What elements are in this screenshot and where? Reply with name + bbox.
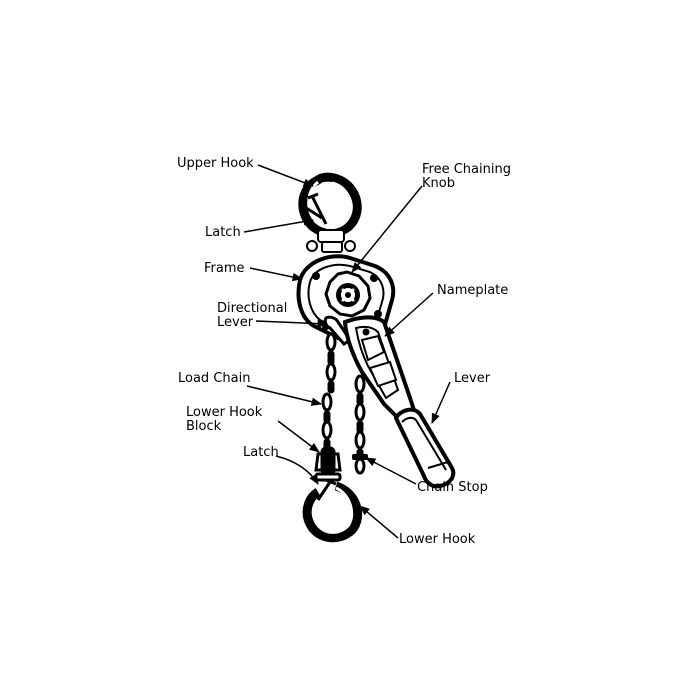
label-upper-hook: Upper Hook (177, 156, 254, 171)
upper-swivel (306, 229, 356, 253)
label-free-chaining-knob-line1: Free Chaining (422, 162, 511, 177)
leader-directional-lever (255, 319, 329, 328)
lower-hook-block (314, 446, 342, 482)
label-lower-hook: Lower Hook (399, 532, 476, 547)
lower-latch (316, 478, 337, 501)
label-load-chain: Load Chain (178, 371, 251, 386)
leader-lever (431, 381, 451, 424)
label-latch-upper: Latch (205, 225, 241, 240)
label-nameplate: Nameplate (437, 283, 509, 298)
label-lower-hook-block-line2: Block (186, 419, 222, 434)
leader-latch-lower (275, 455, 319, 485)
leader-upper-hook (257, 164, 314, 187)
label-chain-stop: Chain Stop (417, 480, 488, 495)
load-chain (321, 332, 337, 450)
leader-nameplate (384, 292, 434, 337)
lever-handle (342, 315, 456, 489)
label-directional-lever-line1: Directional (217, 301, 288, 316)
leader-lower-hook-block (277, 420, 320, 453)
upper-hook (298, 172, 362, 238)
lower-hook (302, 481, 363, 543)
upper-latch (307, 192, 328, 225)
label-directional-lever-line2: Lever (217, 315, 254, 330)
label-latch-lower: Latch (243, 445, 279, 460)
label-free-chaining-knob-line2: Knob (422, 176, 455, 191)
chain-stop (352, 454, 368, 460)
leader-latch-upper (243, 217, 315, 233)
label-lever: Lever (454, 371, 491, 386)
free-chaining-knob (324, 270, 372, 318)
leader-lines (243, 164, 451, 539)
leader-frame (249, 267, 304, 282)
leader-lower-hook (359, 505, 399, 539)
label-frame: Frame (204, 261, 245, 276)
leader-chain-stop (365, 457, 417, 485)
leader-free-chaining-knob (351, 185, 423, 273)
leader-load-chain (246, 385, 323, 406)
label-lower-hook-block-line1: Lower Hook (186, 405, 263, 420)
